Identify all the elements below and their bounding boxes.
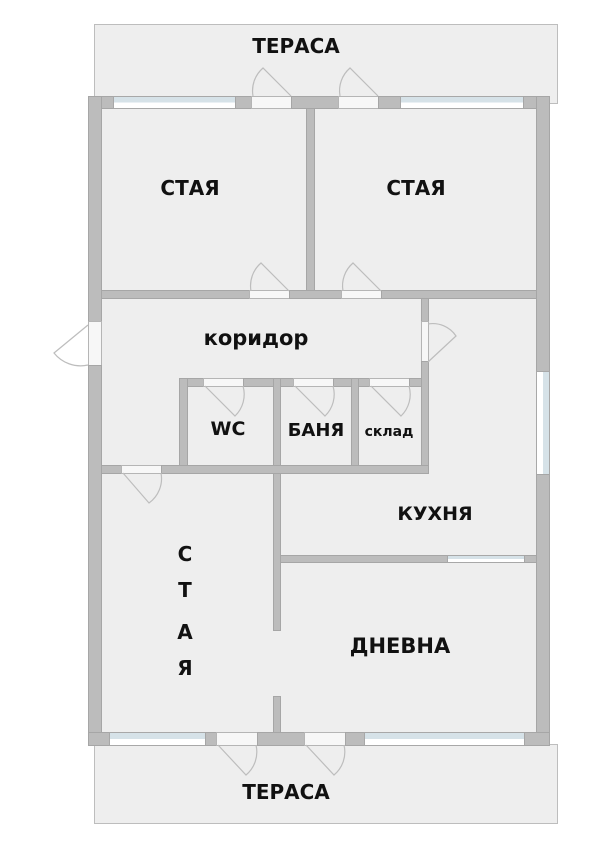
outer-wall-top-c	[378, 96, 401, 109]
outer-wall-bottom-left	[88, 732, 110, 746]
door-terrace-bottom-right[interactable]	[304, 732, 346, 746]
window-top-right	[400, 96, 524, 109]
door-entrance-left[interactable]	[88, 321, 102, 366]
outer-wall-left-upper	[88, 96, 102, 322]
terrace-top	[94, 24, 558, 104]
outer-wall-left-lower	[88, 365, 102, 746]
door-swing-icon	[305, 744, 346, 776]
door-swing-icon	[251, 67, 292, 97]
label-room-top-right: СТАЯ	[386, 176, 446, 200]
wall-top-rooms-corridor-c	[381, 290, 537, 299]
label-room-bottom-left-4: Я	[177, 656, 193, 680]
outer-wall-right-upper	[536, 96, 550, 372]
window-bottom-right	[364, 732, 525, 746]
door-swing-icon	[341, 262, 382, 292]
door-swing-icon	[204, 385, 245, 417]
outer-wall-right-lower	[536, 474, 550, 746]
outer-wall-top-b	[291, 96, 339, 109]
label-bathroom: БАНЯ	[287, 420, 345, 441]
outer-wall-top-a	[235, 96, 252, 109]
label-kitchen: КУХНЯ	[397, 503, 473, 525]
door-swing-icon	[217, 744, 258, 776]
wall-corridor-bottom-b	[161, 465, 429, 474]
wall-kitchen-living-end	[524, 555, 537, 563]
outer-wall-bottom-right	[524, 732, 550, 746]
wall-top-rooms-corridor-b	[289, 290, 342, 299]
wall-between-top-rooms	[306, 108, 315, 298]
label-room-bottom-left-3: А	[177, 620, 193, 644]
wall-kitchen-living	[280, 555, 448, 563]
outer-wall-bottom-b	[257, 732, 305, 746]
door-swing-icon	[427, 323, 457, 363]
window-top-left	[113, 96, 236, 109]
label-storage: склад	[364, 424, 414, 440]
wall-wet-block-top-d	[409, 378, 422, 387]
door-swing-icon	[122, 472, 163, 504]
wall-top-rooms-corridor-a	[101, 290, 250, 299]
label-wc: WC	[210, 418, 246, 440]
label-room-top-left: СТАЯ	[160, 176, 220, 200]
label-room-bottom-left-1: С	[177, 542, 193, 566]
label-corridor: коридор	[203, 326, 309, 350]
outer-wall-bottom-c	[345, 732, 365, 746]
door-swing-icon	[338, 67, 379, 97]
window-bottom-left	[109, 732, 206, 746]
wall-room-living-upper	[273, 473, 281, 631]
apartment-floor	[88, 96, 550, 746]
wall-wc-left	[179, 378, 188, 474]
label-terrace-bottom: ТЕРАСА	[242, 780, 330, 804]
sliding-door-kitchen-living[interactable]	[447, 555, 525, 563]
wall-room-living-lower	[273, 696, 281, 733]
door-swing-icon	[370, 385, 411, 417]
door-swing-icon	[249, 262, 290, 292]
wall-corridor-kitchen-lower	[421, 361, 429, 474]
label-room-bottom-left-2: Т	[178, 578, 192, 602]
wall-wet-block-top-b	[243, 378, 294, 387]
door-swing-icon	[53, 324, 89, 367]
label-living-room: ДНЕВНА	[349, 634, 451, 658]
terrace-bottom	[94, 744, 558, 824]
wall-corridor-kitchen-upper	[421, 298, 429, 322]
label-terrace-top: ТЕРАСА	[252, 34, 340, 58]
door-terrace-bottom-left[interactable]	[216, 732, 258, 746]
door-swing-icon	[294, 385, 335, 417]
window-kitchen	[536, 371, 550, 475]
wall-corridor-bottom-a	[101, 465, 122, 474]
